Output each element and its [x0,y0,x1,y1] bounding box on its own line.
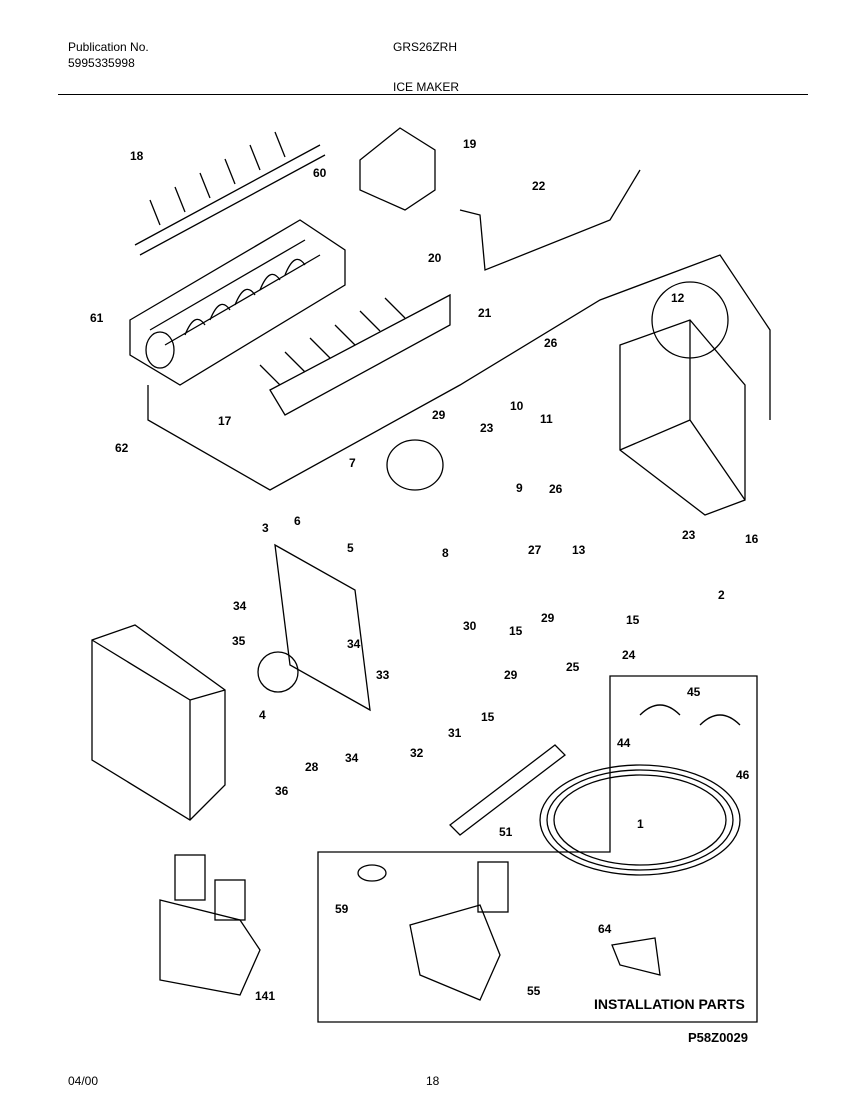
footer-date: 04/00 [68,1074,99,1088]
callout: 60 [313,166,327,180]
callout: 13 [572,543,586,557]
callout: 44 [617,736,631,750]
model-number: GRS26ZRH [393,40,458,54]
callout: 18 [130,149,144,163]
callout: 11 [540,412,553,426]
control-housing-drawing [619,281,746,516]
installation-parts-box [317,675,758,1023]
callout: 34 [345,751,359,765]
grommet-drawing [357,864,387,882]
stripper-drawing [259,293,451,416]
callout: 32 [410,746,424,760]
callout: 27 [528,543,542,557]
callout: 34 [347,637,361,651]
cover-drawing [91,624,226,821]
mounting-plate-drawing [274,543,371,712]
tube-drawing [449,744,566,836]
callout: 29 [504,668,518,682]
clamp-drawing [611,937,661,976]
callout: 4 [259,708,266,722]
callout: 24 [622,648,636,662]
publication-number: 5995335998 [68,56,135,70]
header-rule [58,94,808,95]
callout: 9 [516,481,523,495]
callout: 26 [544,336,558,350]
fill-cup-drawing [359,127,436,211]
callout: 16 [745,532,759,546]
callout: 62 [115,441,129,455]
callout: 5 [347,541,354,555]
callout: 8 [442,546,449,560]
page-number: 18 [426,1074,440,1088]
diagram-code: P58Z0029 [688,1030,748,1045]
callout: 35 [232,634,246,648]
callout: 29 [432,408,446,422]
water-valve-drawing [159,854,261,996]
clips-drawing [639,704,741,726]
callout: 15 [481,710,495,724]
callout: 23 [682,528,696,542]
callout: 45 [687,685,701,699]
callout: 20 [428,251,442,265]
callout: 21 [478,306,492,320]
callout: 7 [349,456,356,470]
callout: 19 [463,137,477,151]
callout: 10 [510,399,524,413]
shutoff-arm-drawing [459,169,641,271]
callout: 26 [549,482,563,496]
callout: 3 [262,521,269,535]
callout: 59 [335,902,349,916]
callout: 55 [527,984,541,998]
callout: 51 [499,825,513,839]
callout: 1 [637,817,644,831]
callout: 15 [509,624,523,638]
publication-label: Publication No. [68,40,149,54]
part-callouts: 18 60 19 22 20 21 61 62 17 12 26 11 10 2… [90,137,759,1003]
callout: 141 [255,989,275,1003]
callout: 23 [480,421,494,435]
callout: 31 [448,726,462,740]
motor-drawing [386,439,444,491]
callout: 6 [294,514,301,528]
ice-mold-drawing [129,219,346,386]
callout: 36 [275,784,289,798]
callout: 17 [218,414,232,428]
callout: 22 [532,179,546,193]
callout: 29 [541,611,555,625]
callout: 2 [718,588,725,602]
callout: 28 [305,760,319,774]
callout: 34 [233,599,247,613]
callout: 33 [376,668,390,682]
callout: 61 [90,311,104,325]
section-title: ICE MAKER [393,80,460,94]
installation-valve-drawing [409,861,509,1001]
callout: 25 [566,660,580,674]
installation-parts-title: INSTALLATION PARTS [594,996,745,1012]
callout: 15 [626,613,640,627]
callout: 12 [671,291,685,305]
callout: 46 [736,768,750,782]
ejector-shaft-drawing [134,131,326,256]
callout: 64 [598,922,612,936]
timing-gear-drawing [257,651,299,693]
callout: 30 [463,619,477,633]
tubing-coil-drawing [539,764,741,876]
explode-line [147,254,771,491]
